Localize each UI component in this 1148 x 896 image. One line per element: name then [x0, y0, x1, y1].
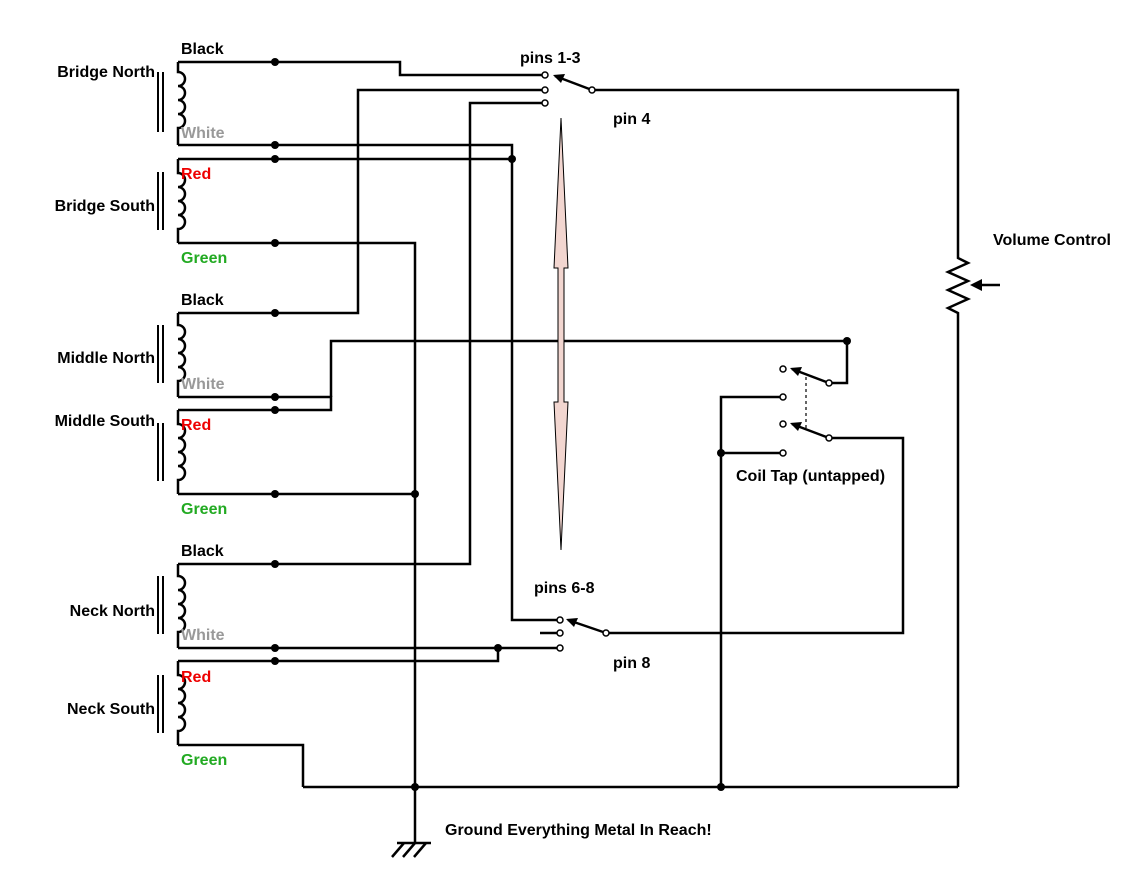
wire-label-neck-south-bottom: Green [181, 752, 227, 769]
switch-bottom-common-label: pin 8 [613, 655, 650, 672]
selector-switch-bottom [556, 616, 610, 652]
switch-bottom-pins-label: pins 6-8 [534, 580, 595, 597]
wire-label-neck-north-top: Black [181, 543, 224, 560]
volume-potentiometer [944, 240, 1000, 330]
pickup-name-neck-north: Neck North [70, 603, 155, 620]
pickup-name-bridge-south: Bridge South [55, 198, 155, 215]
wire-label-middle-south-top: Red [181, 417, 211, 434]
wire-label-bridge-south-bottom: Green [181, 250, 227, 267]
wire-label-bridge-south-top: Red [181, 166, 211, 183]
pickup-neck-south [157, 661, 187, 745]
wire-label-bridge-north-top: Black [181, 41, 224, 58]
pickup-neck-north [157, 564, 187, 648]
wires [178, 60, 960, 843]
wire-label-neck-north-bottom: White [181, 627, 225, 644]
switch-top-common-label: pin 4 [613, 111, 650, 128]
pickup-name-middle-north: Middle North [57, 350, 155, 367]
coil-tap-switch [779, 365, 833, 457]
ground-label: Ground Everything Metal In Reach! [445, 822, 712, 839]
pickup-bridge-north [157, 62, 187, 145]
pickup-middle-south [157, 410, 187, 494]
junction-dots [271, 58, 851, 791]
wire-label-bridge-north-bottom: White [181, 125, 225, 142]
wire-label-middle-north-top: Black [181, 292, 224, 309]
pickup-name-middle-south: Middle South [55, 413, 155, 430]
selector-switch-top [541, 71, 596, 107]
pickup-name-bridge-north: Bridge North [57, 64, 155, 81]
volume-control-label: Volume Control [993, 232, 1111, 249]
pickup-labels: Bridge North Bridge South Middle North M… [55, 64, 155, 718]
coil-tap-label: Coil Tap (untapped) [736, 468, 885, 485]
ground-symbol [391, 841, 431, 858]
wire-color-labels: Black White Red Green Black White Red Gr… [181, 41, 227, 769]
pickup-middle-north [157, 313, 187, 397]
switch-top-pins-label: pins 1-3 [520, 50, 581, 67]
wire-label-middle-north-bottom: White [181, 376, 225, 393]
pickup-bridge-south [157, 159, 187, 243]
component-labels: pins 1-3 pin 4 pins 6-8 pin 8 Volume Con… [445, 50, 1111, 839]
pickup-name-neck-south: Neck South [67, 701, 155, 718]
wire-label-neck-south-top: Red [181, 669, 211, 686]
ganged-switch-arrow [553, 117, 569, 551]
wire-label-middle-south-bottom: Green [181, 501, 227, 518]
